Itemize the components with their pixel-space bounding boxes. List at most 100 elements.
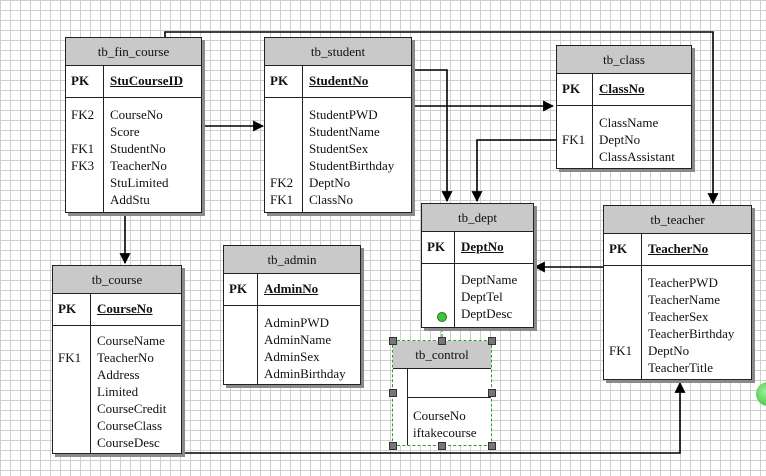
field: Score xyxy=(110,124,140,139)
wire-class-dept xyxy=(471,139,556,203)
field: DeptNo xyxy=(599,132,641,147)
field: TeacherName xyxy=(648,292,720,307)
field: CourseNo xyxy=(413,408,466,423)
field: Limited xyxy=(97,384,139,399)
field: AdminBirthday xyxy=(264,366,346,381)
entity-title: tb_student xyxy=(265,38,411,66)
pk-label: PK xyxy=(229,281,248,296)
column-divider xyxy=(90,293,91,453)
field: TeacherSex xyxy=(648,309,709,324)
field: StuLimited xyxy=(110,175,169,190)
entity-title: tb_class xyxy=(557,46,691,74)
pk-label: PK xyxy=(562,81,581,96)
column-divider xyxy=(454,231,455,327)
field: StudentNo xyxy=(110,141,166,156)
field: AdminSex xyxy=(264,349,320,364)
entity-title: tb_course xyxy=(53,266,181,294)
status-orb-icon xyxy=(756,382,766,406)
field: StudentPWD xyxy=(309,107,378,122)
field: TeacherTitle xyxy=(648,360,714,375)
pk-label: PK xyxy=(609,241,628,256)
field: TeacherNo xyxy=(110,158,167,173)
field: TeacherNo xyxy=(97,350,154,365)
fk-label: FK1 xyxy=(71,141,95,156)
pk-row: PK StudentNo xyxy=(265,66,411,98)
pk-row: PK DeptNo xyxy=(422,232,533,264)
resize-handle-se[interactable] xyxy=(488,442,496,450)
pk-field: AdminNo xyxy=(264,281,319,296)
field: Address xyxy=(97,367,140,382)
field: CourseCredit xyxy=(97,401,167,416)
resize-handle-s[interactable] xyxy=(438,442,446,450)
field: CourseClass xyxy=(97,418,162,433)
pk-label: PK xyxy=(58,301,77,316)
resize-handle-nw[interactable] xyxy=(389,337,397,345)
column-divider xyxy=(641,233,642,379)
field: StudentName xyxy=(309,124,380,139)
resize-handle-e[interactable] xyxy=(488,389,496,397)
pk-row: PK StuCourseID xyxy=(66,66,201,98)
field: AdminName xyxy=(264,332,332,347)
column-divider xyxy=(407,368,408,445)
entity-tb-control[interactable]: tb_control CourseNo iftakecourse xyxy=(392,340,492,446)
field: AddStu xyxy=(110,192,150,207)
field: DeptNo xyxy=(309,175,351,190)
resize-handle-w[interactable] xyxy=(389,389,397,397)
pk-field: DeptNo xyxy=(461,239,504,254)
field: iftakecourse xyxy=(413,425,477,440)
entity-tb-dept[interactable]: tb_dept PK DeptNo DeptName DeptTel DeptD… xyxy=(421,203,534,328)
column-divider xyxy=(592,73,593,168)
pk-field: StudentNo xyxy=(309,73,369,88)
field: AdminPWD xyxy=(264,315,329,330)
column-divider xyxy=(103,65,104,212)
entity-title: tb_dept xyxy=(422,204,533,232)
pk-field: CourseNo xyxy=(97,301,153,316)
field: DeptNo xyxy=(648,343,690,358)
fk-label: FK1 xyxy=(58,350,82,365)
pk-divider xyxy=(407,397,491,398)
field: DeptName xyxy=(461,272,518,287)
connection-point-icon[interactable] xyxy=(437,312,447,322)
entity-tb-teacher[interactable]: tb_teacher PK TeacherNo FK1 TeacherPWD T… xyxy=(603,205,752,380)
resize-handle-sw[interactable] xyxy=(389,442,397,450)
pk-row: PK CourseNo xyxy=(53,294,181,326)
fk-label: FK1 xyxy=(562,132,586,147)
field: TeacherPWD xyxy=(648,275,718,290)
entity-title: tb_teacher xyxy=(604,206,751,234)
entity-title: tb_control xyxy=(393,341,491,369)
resize-handle-ne[interactable] xyxy=(488,337,496,345)
entity-tb-fin-course[interactable]: tb_fin_course PK StuCourseID FK2 FK1 FK3… xyxy=(65,37,202,213)
field: CourseName xyxy=(97,333,165,348)
wire-fincourse-teacher xyxy=(164,31,719,205)
resize-handle-n[interactable] xyxy=(438,337,446,345)
entity-tb-student[interactable]: tb_student PK StudentNo FK2 FK1 StudentP… xyxy=(264,37,412,213)
field: ClassNo xyxy=(309,192,354,207)
column-divider xyxy=(257,273,258,384)
pk-row: PK AdminNo xyxy=(224,274,360,306)
pk-row: PK TeacherNo xyxy=(604,234,751,266)
pk-row: PK ClassNo xyxy=(557,74,691,106)
field: ClassName xyxy=(599,115,659,130)
field: DeptTel xyxy=(461,289,503,304)
entity-tb-course[interactable]: tb_course PK CourseNo FK1 CourseName Tea… xyxy=(52,265,182,454)
field: TeacherBirthday xyxy=(648,326,735,341)
field: DeptDesc xyxy=(461,306,513,321)
pk-label: PK xyxy=(427,239,446,254)
pk-field: StuCourseID xyxy=(110,73,183,88)
field: StudentBirthday xyxy=(309,158,395,173)
fk-label: FK2 xyxy=(71,107,95,122)
field: CourseNo xyxy=(110,107,163,122)
pk-field: ClassNo xyxy=(599,81,645,96)
fk-label: FK1 xyxy=(270,192,294,207)
pk-label: PK xyxy=(71,73,90,88)
entity-tb-admin[interactable]: tb_admin PK AdminNo AdminPWD AdminName A… xyxy=(223,245,361,385)
entity-title: tb_fin_course xyxy=(66,38,201,66)
column-divider xyxy=(302,65,303,212)
entity-title: tb_admin xyxy=(224,246,360,274)
fk-label: FK2 xyxy=(270,175,294,190)
pk-field: TeacherNo xyxy=(648,241,709,256)
field: StudentSex xyxy=(309,141,369,156)
fk-label: FK3 xyxy=(71,158,95,173)
entity-tb-class[interactable]: tb_class PK ClassNo FK1 ClassName DeptNo… xyxy=(556,45,692,169)
